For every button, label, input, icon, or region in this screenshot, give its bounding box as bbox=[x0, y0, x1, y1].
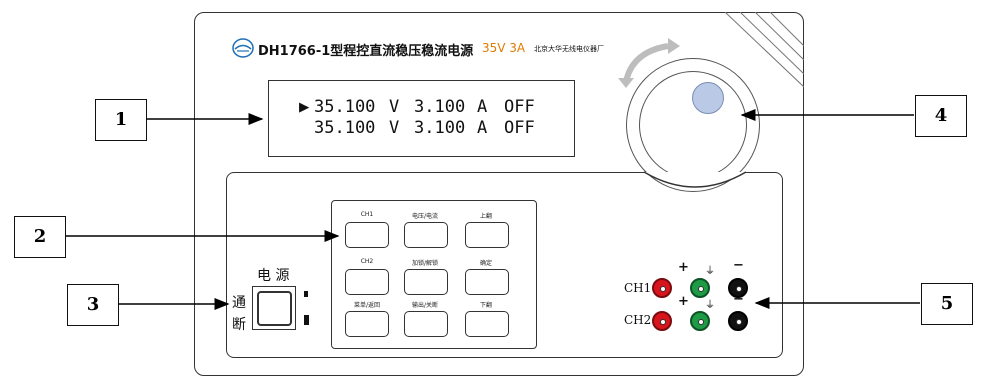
ch1-label: CH1 bbox=[624, 281, 652, 295]
ch2-minus-sign: − bbox=[733, 292, 744, 307]
voltage-unit: V bbox=[389, 118, 400, 138]
power-switch-button bbox=[257, 291, 292, 326]
power-off-label: 断 bbox=[232, 317, 246, 333]
menu-return-key[interactable] bbox=[345, 311, 389, 337]
ch1-positive-terminal[interactable] bbox=[652, 278, 672, 298]
manufacturer-label: 北京大华无线电仪器厂 bbox=[534, 45, 604, 53]
key-label-page-up: 上翻 bbox=[479, 213, 492, 220]
ch1-negative-terminal[interactable] bbox=[728, 278, 748, 298]
current-unit: A bbox=[477, 118, 488, 138]
key-label-menu-return: 菜单/返回 bbox=[353, 302, 381, 309]
voltage-value: 35.100 bbox=[314, 118, 376, 138]
key-label-page-down: 下翻 bbox=[479, 302, 492, 309]
ch1-minus-sign: − bbox=[733, 258, 744, 273]
voltage-value: 35.100 bbox=[314, 97, 376, 117]
vent-lines bbox=[724, 12, 804, 88]
key-label-ch1: CH1 bbox=[360, 211, 374, 218]
lcd-display: ▶ 35.100 V 3.100 A OFF 35.100 V 3.100 A … bbox=[268, 80, 575, 157]
key-label-voltage-current: 电压/电流 bbox=[411, 213, 439, 220]
model-title: DH1766-1型程控直流稳压稳流电源 bbox=[258, 44, 474, 59]
current-value: 3.100 bbox=[414, 118, 466, 138]
page-down-key[interactable] bbox=[465, 311, 509, 337]
key-label-lock-unlock: 加锁/解锁 bbox=[411, 260, 439, 267]
lower-control-panel bbox=[226, 172, 783, 358]
display-row-2: 35.100 V 3.100 A OFF bbox=[269, 118, 574, 138]
page-up-key[interactable] bbox=[465, 222, 509, 248]
key-label-ch2: CH2 bbox=[360, 258, 374, 265]
lock-unlock-key[interactable] bbox=[404, 269, 448, 295]
key-label-output-off: 输出/关断 bbox=[411, 302, 439, 309]
brand-line: DH1766-1型程控直流稳压稳流电源 35V 3A 北京大华无线电仪器厂 bbox=[232, 38, 604, 60]
ch1-ground-terminal[interactable] bbox=[690, 278, 710, 298]
callout-5: 5 bbox=[921, 283, 973, 325]
keypad: CH1 电压/电流 上翻 CH2 加锁/解锁 确定 菜单/返回 输出/关断 下翻 bbox=[331, 200, 537, 349]
rating-label: 35V 3A bbox=[482, 41, 526, 55]
ch1-plus-sign: + bbox=[678, 260, 689, 275]
ch2-key[interactable] bbox=[345, 269, 389, 295]
rotation-arrow-icon bbox=[618, 38, 680, 88]
ch1-ground-sign: ⏚ bbox=[705, 266, 715, 277]
on-indicator-mark bbox=[304, 291, 308, 297]
off-indicator-mark bbox=[304, 315, 309, 325]
display-row-1: ▶ 35.100 V 3.100 A OFF bbox=[269, 97, 574, 117]
callout-3: 3 bbox=[67, 284, 119, 326]
ch2-label: CH2 bbox=[624, 313, 652, 327]
output-state: OFF bbox=[504, 97, 535, 117]
callout-4: 4 bbox=[915, 95, 967, 137]
power-switch[interactable] bbox=[252, 286, 296, 330]
confirm-key[interactable] bbox=[465, 269, 509, 295]
company-logo-icon bbox=[232, 38, 254, 58]
ch1-key[interactable] bbox=[345, 222, 389, 248]
voltage-unit: V bbox=[389, 97, 400, 117]
knob-cutout-arc bbox=[643, 171, 747, 188]
selection-marker: ▶ bbox=[299, 97, 310, 117]
current-value: 3.100 bbox=[414, 97, 466, 117]
output-state: OFF bbox=[504, 118, 535, 138]
output-off-key[interactable] bbox=[404, 311, 448, 337]
voltage-current-key[interactable] bbox=[404, 222, 448, 248]
ch2-plus-sign: + bbox=[678, 294, 689, 309]
power-on-label: 通 bbox=[232, 295, 246, 311]
knob-cap bbox=[692, 82, 724, 114]
callout-2: 2 bbox=[14, 216, 66, 258]
ch2-negative-terminal[interactable] bbox=[728, 311, 748, 331]
power-title: 电 源 bbox=[257, 268, 290, 284]
current-unit: A bbox=[477, 97, 488, 117]
ch2-positive-terminal[interactable] bbox=[652, 311, 672, 331]
ch2-ground-sign: ⏚ bbox=[705, 300, 715, 311]
ch2-ground-terminal[interactable] bbox=[690, 311, 710, 331]
key-label-confirm: 确定 bbox=[479, 260, 492, 267]
callout-1: 1 bbox=[95, 99, 147, 141]
